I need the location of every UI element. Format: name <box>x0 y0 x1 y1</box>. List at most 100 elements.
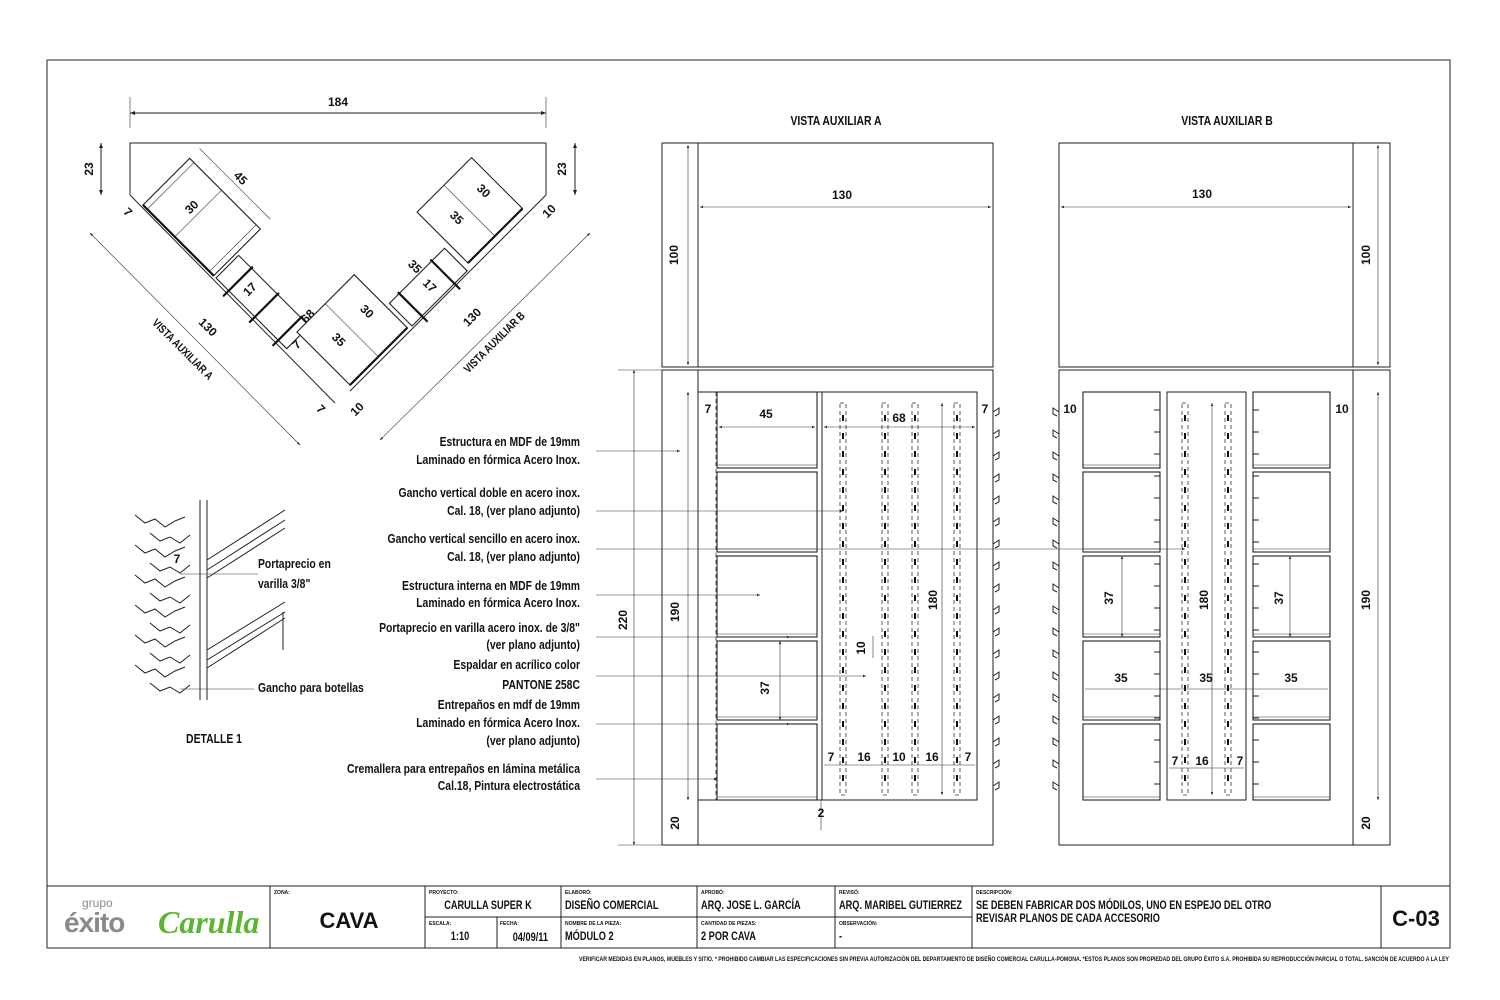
dim-b-b2: 16 <box>1195 754 1209 768</box>
observacion-label: OBSERVACIÓN: <box>839 919 878 927</box>
dim-b-20: 20 <box>1359 816 1373 830</box>
dim-a-45: 45 <box>759 407 773 421</box>
gancho-rack <box>911 402 919 796</box>
shelf-box <box>716 391 818 469</box>
shelf-box <box>716 471 818 553</box>
hook-icon <box>1052 407 1060 417</box>
shelf-box <box>1082 723 1161 801</box>
dim-b-10-right: 10 <box>1335 402 1349 416</box>
annotation-gancho-doble-2: Cal. 18, (ver plano adjunto) <box>447 503 580 518</box>
dim-a-100: 100 <box>667 245 681 265</box>
annotations: Estructura en MDF de 19mm Laminado en fó… <box>347 434 1185 793</box>
elaboro-label: ELABORÓ: <box>565 888 592 896</box>
bottle-hook-icon <box>149 652 191 664</box>
logo: grupo éxito Carulla <box>64 896 259 940</box>
gancho-rack <box>1224 402 1232 796</box>
hook-icon <box>992 539 1000 549</box>
hook-icon <box>992 759 1000 769</box>
dim-a-2: 2 <box>818 806 825 820</box>
hook-icon <box>1052 715 1060 725</box>
hook-icon <box>1052 517 1060 527</box>
shelf-box <box>1252 391 1331 469</box>
detail-label-gancho: Gancho para botellas <box>258 680 364 695</box>
shelf-box <box>716 723 818 801</box>
observacion-value: - <box>839 931 842 943</box>
logo-grupo: grupo <box>82 896 113 910</box>
hook-icon <box>1052 429 1060 439</box>
hook-icon <box>992 605 1000 615</box>
hook-icon <box>1052 737 1060 747</box>
proyecto-value: CARULLA SUPER K <box>444 900 532 912</box>
dim-a-b3: 10 <box>892 750 906 764</box>
hook-icon <box>992 693 1000 703</box>
dim-a-68: 68 <box>892 411 906 425</box>
hook-icon <box>1052 451 1060 461</box>
bottle-hook-icon <box>149 592 191 604</box>
plan-view: 184 23 23 45 30 17 68 7 35 30 <box>82 95 591 446</box>
logo-carulla: Carulla <box>158 904 259 940</box>
annotation-entrepanos-3: (ver plano adjunto) <box>486 733 580 748</box>
annotation-estructura-interna-1: Estructura interna en MDF de 19mm <box>402 578 580 593</box>
elaboro-value: DISEÑO COMERCIAL <box>565 899 659 912</box>
bottle-hook-icon <box>134 514 186 528</box>
dim-a-180: 180 <box>926 590 940 610</box>
bottle-hook-icon <box>149 562 191 574</box>
title-block: grupo éxito Carulla ZONA: CAVA PROYECTO:… <box>47 885 1450 948</box>
hook-icon <box>1052 627 1060 637</box>
hook-icon <box>992 495 1000 505</box>
gancho-rack <box>881 402 889 796</box>
zona-value: CAVA <box>319 908 378 933</box>
descripcion-label: DESCRIPCIÓN: <box>976 888 1013 896</box>
shelf-box <box>716 640 818 721</box>
bottle-hook-icon <box>134 664 186 678</box>
annotation-estructura-1: Estructura en MDF de 19mm <box>440 434 580 449</box>
nombre-pieza-value: MÓDULO 2 <box>565 930 614 943</box>
dim-a-37: 37 <box>758 681 772 695</box>
zona-label: ZONA: <box>274 890 290 896</box>
dim-a-b4: 16 <box>925 750 939 764</box>
annotation-gancho-sencillo-1: Gancho vertical sencillo en acero inox. <box>388 531 581 546</box>
hook-icon <box>992 473 1000 483</box>
shelf-box <box>1082 640 1161 721</box>
bottle-hook-icon <box>134 574 186 588</box>
plan-box-center: 35 30 <box>296 273 409 386</box>
annotation-entrepanos-2: Laminado en fórmica Acero Inox. <box>416 715 580 730</box>
dim-10-b-top: 10 <box>539 201 559 221</box>
bottle-hook-icon <box>149 622 191 634</box>
footer-disclaimer: VERIFICAR MEDIDAS EN PLANOS, MUEBLES Y S… <box>579 954 1450 963</box>
dim-a-220: 220 <box>616 610 630 630</box>
fecha-label: FECHA: <box>500 921 519 927</box>
hook-icon <box>992 715 1000 725</box>
dim-b-35-1: 35 <box>1114 671 1128 685</box>
descripcion-line-2: REVISAR PLANOS DE CADA ACCESORIO <box>976 913 1160 925</box>
dim-a-10: 10 <box>854 641 868 655</box>
hook-icon <box>992 737 1000 747</box>
hook-icon <box>1052 605 1060 615</box>
annotation-gancho-sencillo-2: Cal. 18, (ver plano adjunto) <box>447 549 580 564</box>
dim-b-190: 190 <box>1359 590 1373 610</box>
hook-icon <box>992 649 1000 659</box>
dim-a-7-right: 7 <box>982 402 989 416</box>
hook-icon <box>1052 759 1060 769</box>
dim-130-b: 130 <box>460 305 484 329</box>
dim-a-b5: 7 <box>965 750 972 764</box>
bottle-hook-icon <box>149 532 191 544</box>
hook-icon <box>1052 693 1060 703</box>
dim-b-35-3: 35 <box>1284 671 1298 685</box>
hook-icon <box>992 429 1000 439</box>
dim-b-37-right: 37 <box>1272 591 1286 605</box>
plan-rack-a: 17 68 7 <box>215 254 318 352</box>
hook-icon <box>1052 539 1060 549</box>
cantidad-label: CANTIDAD DE PIEZAS: <box>701 921 757 927</box>
fecha-value: 04/09/11 <box>513 932 549 944</box>
dim-b-180: 180 <box>1197 590 1211 610</box>
annotation-estructura-2: Laminado en fórmica Acero Inox. <box>416 452 580 467</box>
plano-number: C-03 <box>1392 906 1440 931</box>
shelf-box <box>1252 555 1331 638</box>
dim-184: 184 <box>328 95 348 109</box>
dim-b-37-left: 37 <box>1102 591 1116 605</box>
hook-icon <box>1052 781 1060 791</box>
escala-label: ESCALA: <box>429 921 452 927</box>
gancho-rack <box>953 402 961 796</box>
